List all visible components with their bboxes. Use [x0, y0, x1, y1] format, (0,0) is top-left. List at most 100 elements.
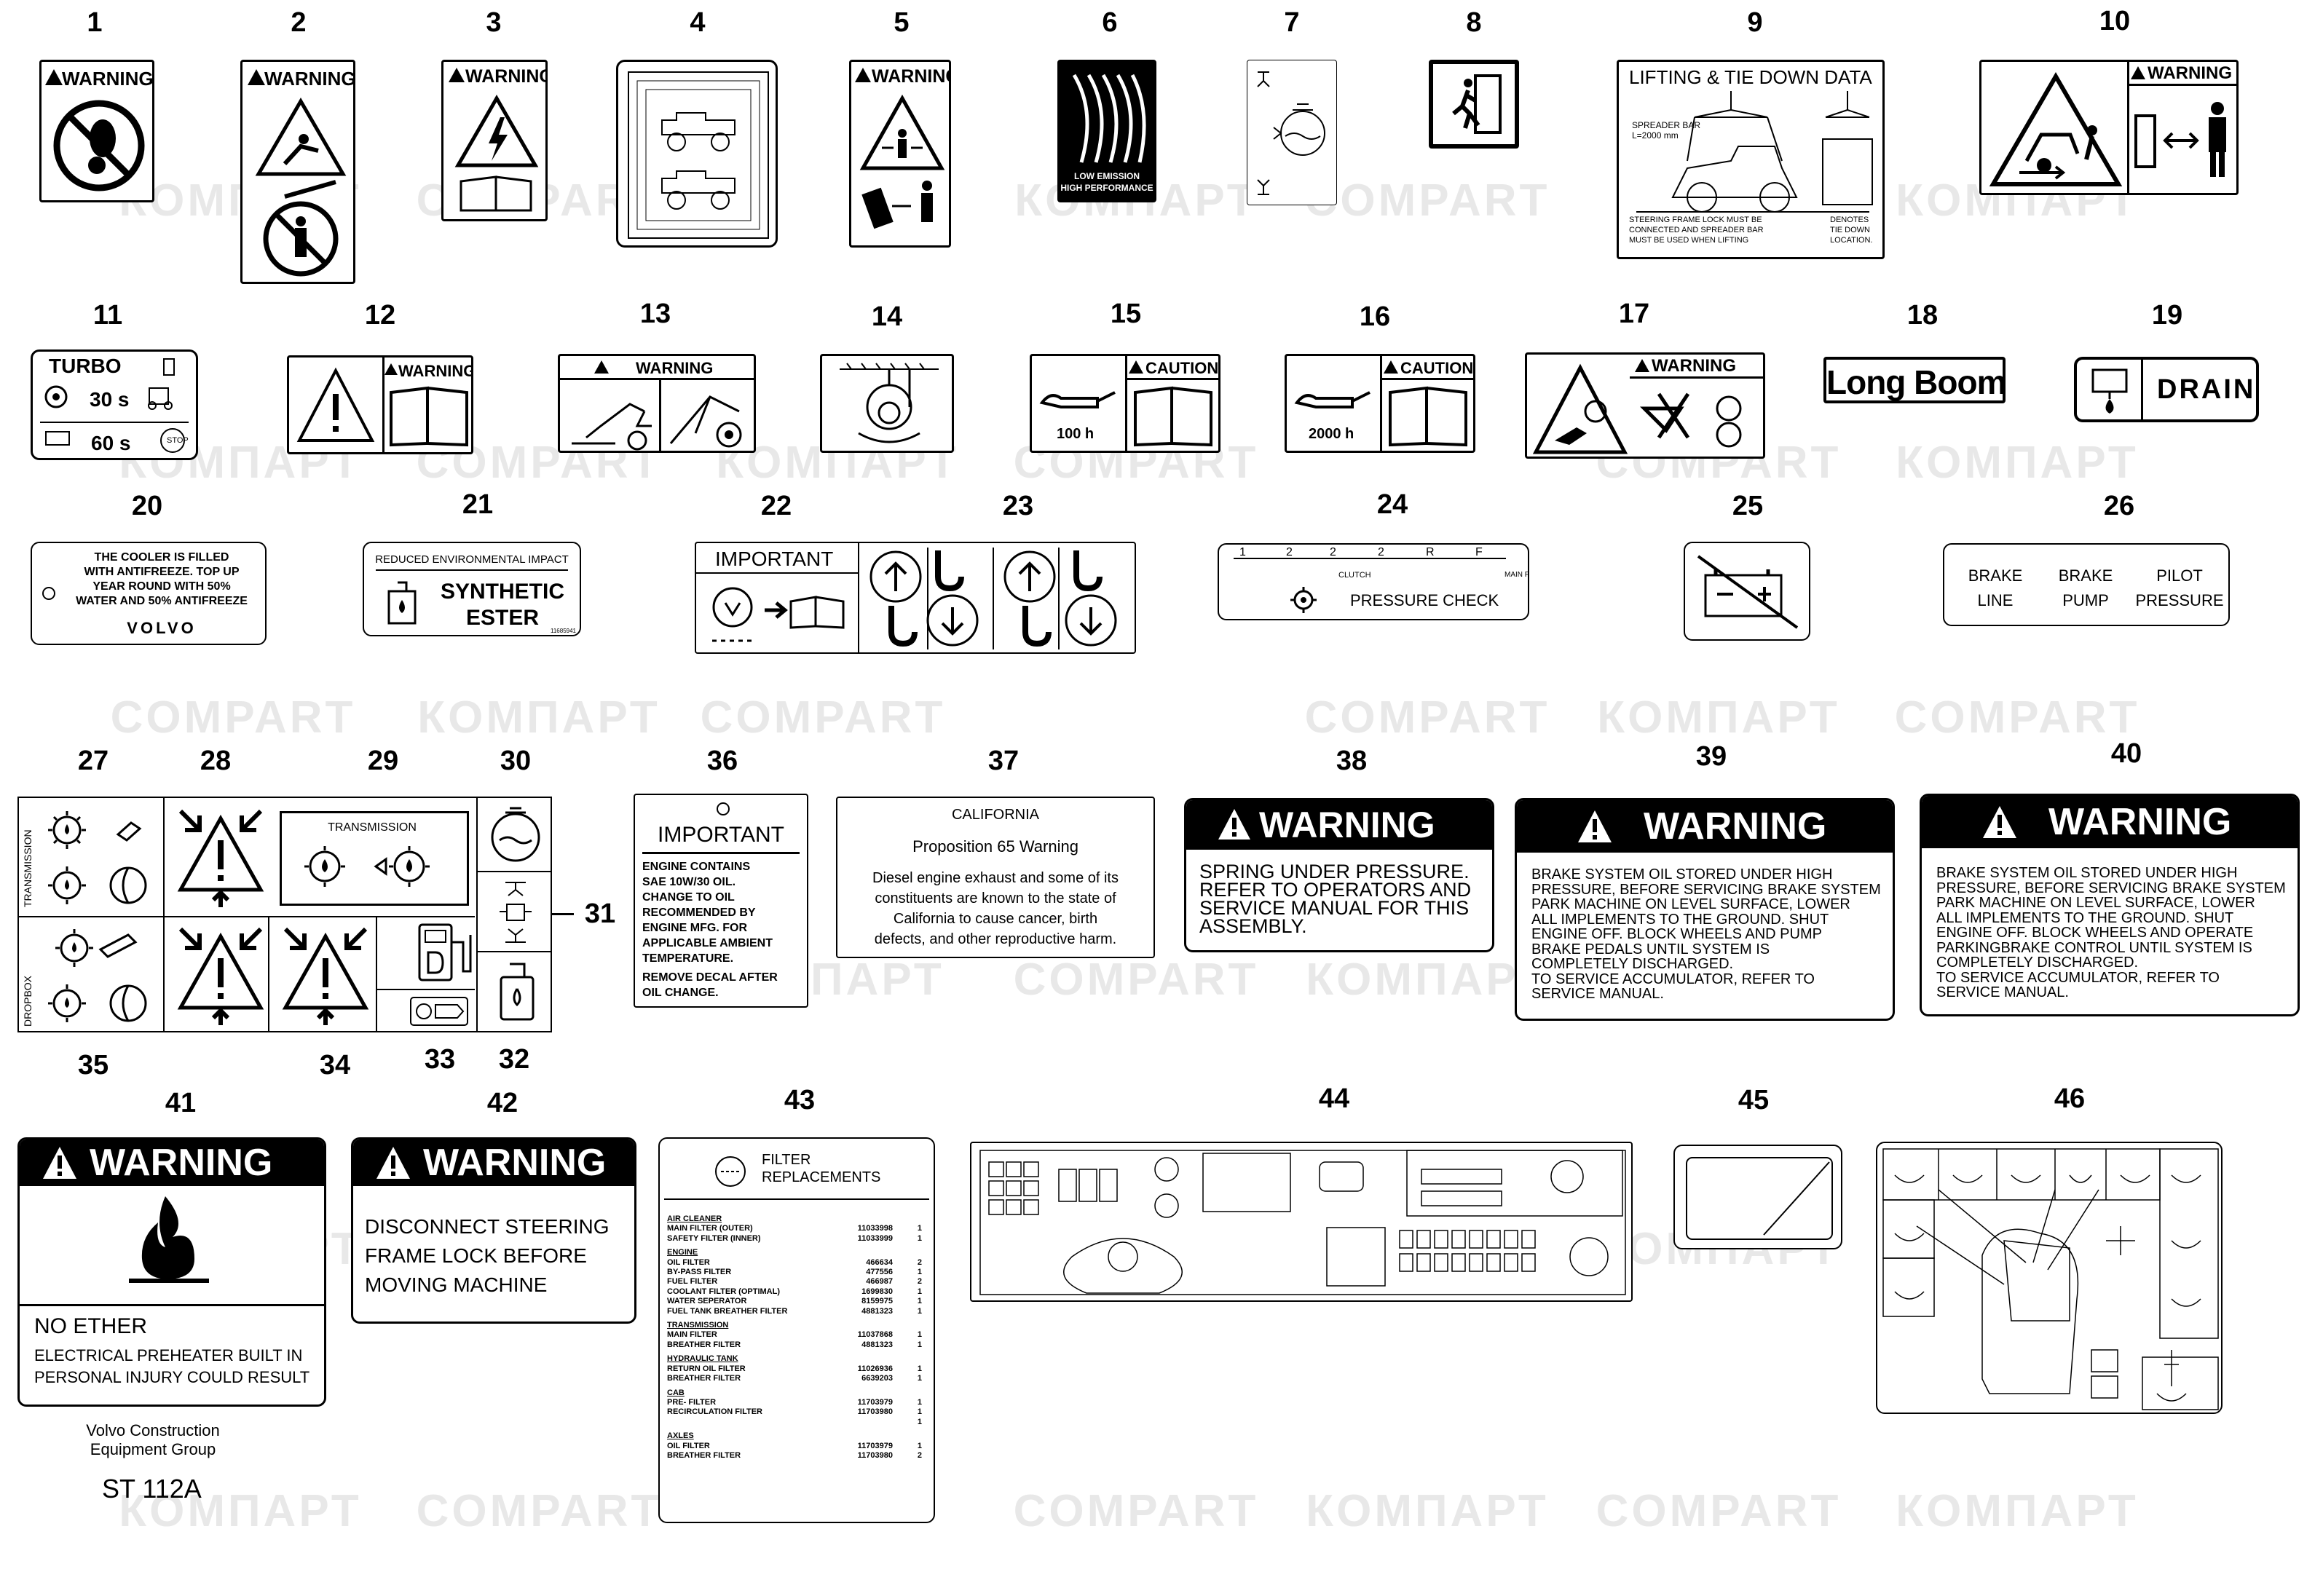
watermark: COMPART — [1894, 692, 2140, 743]
filter-part-number — [813, 1418, 893, 1427]
decal-37-prop65: CALIFORNIA Proposition 65 Warning Diesel… — [836, 797, 1155, 958]
flammable-flame-icon — [129, 1196, 209, 1283]
pressure-gauge-icon — [1290, 587, 1317, 613]
service-hours: 100 h — [1057, 426, 1095, 442]
watermark: COMPART — [1304, 175, 1550, 226]
filter-part-number: 4881323 — [861, 1306, 893, 1316]
warning-triangle-icon — [1983, 806, 2016, 838]
warning-label: WARNING — [872, 66, 951, 87]
callout-number: 19 — [2151, 300, 2183, 331]
decal-4-machine-overview — [616, 60, 778, 248]
callout-number: 42 — [486, 1088, 518, 1118]
decal-15-100h-service: CAUTION 100 h — [1030, 354, 1220, 453]
callout-number: 33 — [424, 1044, 456, 1075]
decal-39-brake-accumulator: WARNING BRAKE SYSTEM OIL STORED UNDER HI… — [1515, 798, 1895, 1021]
decal-42-steering-lock: WARNING DISCONNECT STEERING FRAME LOCK B… — [351, 1137, 636, 1324]
warning-banner: WARNING — [1922, 796, 2298, 848]
decal-12-read-manual: WARNING — [287, 355, 473, 454]
pressure-check-label: PRESSURE CHECK — [1350, 591, 1499, 609]
emergency-exit-icon — [1452, 74, 1502, 134]
transmission-gear-icons — [304, 846, 430, 887]
filter-name: OIL FILTER — [667, 1441, 710, 1450]
callout-number: 44 — [1318, 1083, 1350, 1114]
filter-row: 1 — [667, 1418, 929, 1427]
decal-22-important: IMPORTANT — [695, 542, 859, 654]
filter-part-number: 11033998 — [857, 1224, 893, 1233]
filter-section-heading: AIR CLEANER — [667, 1214, 722, 1223]
filter-interval-icon — [715, 1156, 746, 1187]
filter-quantity: 1 — [917, 1330, 922, 1340]
callout-leader-31 — [552, 913, 574, 915]
callout-number: 13 — [639, 299, 671, 329]
clutch-label: CLUTCH — [1338, 571, 1371, 580]
filter-name: WATER SEPERATOR — [667, 1297, 747, 1306]
coolant-tank-icon — [491, 807, 540, 862]
port-label: 1 — [1239, 546, 1246, 558]
company-line-2: Equipment Group — [90, 1440, 216, 1458]
important-title: IMPORTANT — [715, 548, 834, 570]
filter-section-heading: AXLES — [667, 1431, 694, 1441]
filter-quantity: 1 — [917, 1417, 922, 1426]
grease-gun-icon — [1039, 391, 1116, 408]
filter-part-number: 8159975 — [861, 1297, 893, 1306]
warning-label: WARNING — [2148, 63, 2232, 83]
prop65-body: Diesel engine exhaust and some of its co… — [872, 870, 1119, 947]
filter-part-number: 6639203 — [861, 1374, 893, 1383]
callout-number: 25 — [1732, 491, 1764, 521]
decal-40-brake-accumulator: WARNING BRAKE SYSTEM OIL STORED UNDER HI… — [1920, 794, 2300, 1016]
filter-part-number: 11703979 — [857, 1441, 893, 1450]
port-label: R — [1426, 546, 1435, 558]
emission-line-2: HIGH PERFORMANCE — [1060, 183, 1153, 193]
decal-23-lift-points — [858, 542, 1136, 654]
warning-triangle-icon — [449, 68, 465, 82]
volvo-brand: VOLVO — [127, 619, 197, 637]
callout-number: 40 — [2110, 738, 2142, 769]
diesel-fuel-icon — [418, 923, 472, 981]
port-label: 2 — [1378, 546, 1384, 558]
filter-part-number: 11703980 — [857, 1407, 893, 1417]
drain-tank-icon — [2091, 368, 2128, 414]
coolant-level-icon — [1257, 71, 1325, 195]
callout-number: 39 — [1695, 741, 1727, 772]
lifting-hook-icon — [840, 363, 939, 443]
filter-name — [667, 1418, 813, 1427]
filter-quantity: 1 — [917, 1441, 922, 1450]
stop-label: STOP — [167, 436, 189, 445]
transmission-vertical-label: TRANSMISSION — [22, 829, 33, 907]
remove-decal-note: REMOVE DECAL AFTER OIL CHANGE. — [642, 971, 778, 999]
warning-triangle-icon — [45, 69, 63, 85]
pilot-pressure-label-a: PILOT — [2156, 566, 2203, 585]
decal-11-turbo: TURBO 30 s 60 s STOP — [31, 349, 198, 460]
port-label: F — [1475, 546, 1483, 558]
no-step-icon — [53, 100, 145, 191]
callout-number: 2 — [291, 7, 307, 38]
grease-gun-icon — [1294, 391, 1371, 408]
callout-number: 6 — [1102, 7, 1118, 38]
brake-warning-body: BRAKE SYSTEM OIL STORED UNDER HIGH PRESS… — [1936, 865, 2286, 1000]
callout-number: 31 — [584, 898, 616, 929]
filter-quantity: 1 — [917, 1287, 922, 1296]
filter-quantity: 2 — [917, 1450, 922, 1460]
filter-quantity: 1 — [917, 1297, 922, 1306]
callout-number: 24 — [1376, 489, 1408, 520]
decal-46-joystick-functions — [1876, 1142, 2223, 1414]
machine-layout-icon — [628, 71, 769, 239]
joystick-function-diagram — [1882, 1148, 2219, 1410]
brake-line-label-b: LINE — [1977, 591, 2014, 609]
warning-label: WARNING — [62, 68, 154, 90]
callout-number: 38 — [1336, 746, 1368, 776]
oil-container-icon — [387, 581, 417, 625]
filter-quantity: 1 — [917, 1224, 922, 1233]
watermark: COMPART — [1596, 1486, 1842, 1536]
decal-8-emergency-exit — [1429, 60, 1519, 149]
filter-quantity: 2 — [917, 1257, 922, 1267]
transmission-oil-icons — [48, 811, 147, 904]
callout-number: 17 — [1618, 299, 1650, 329]
callout-number: 45 — [1738, 1085, 1770, 1115]
